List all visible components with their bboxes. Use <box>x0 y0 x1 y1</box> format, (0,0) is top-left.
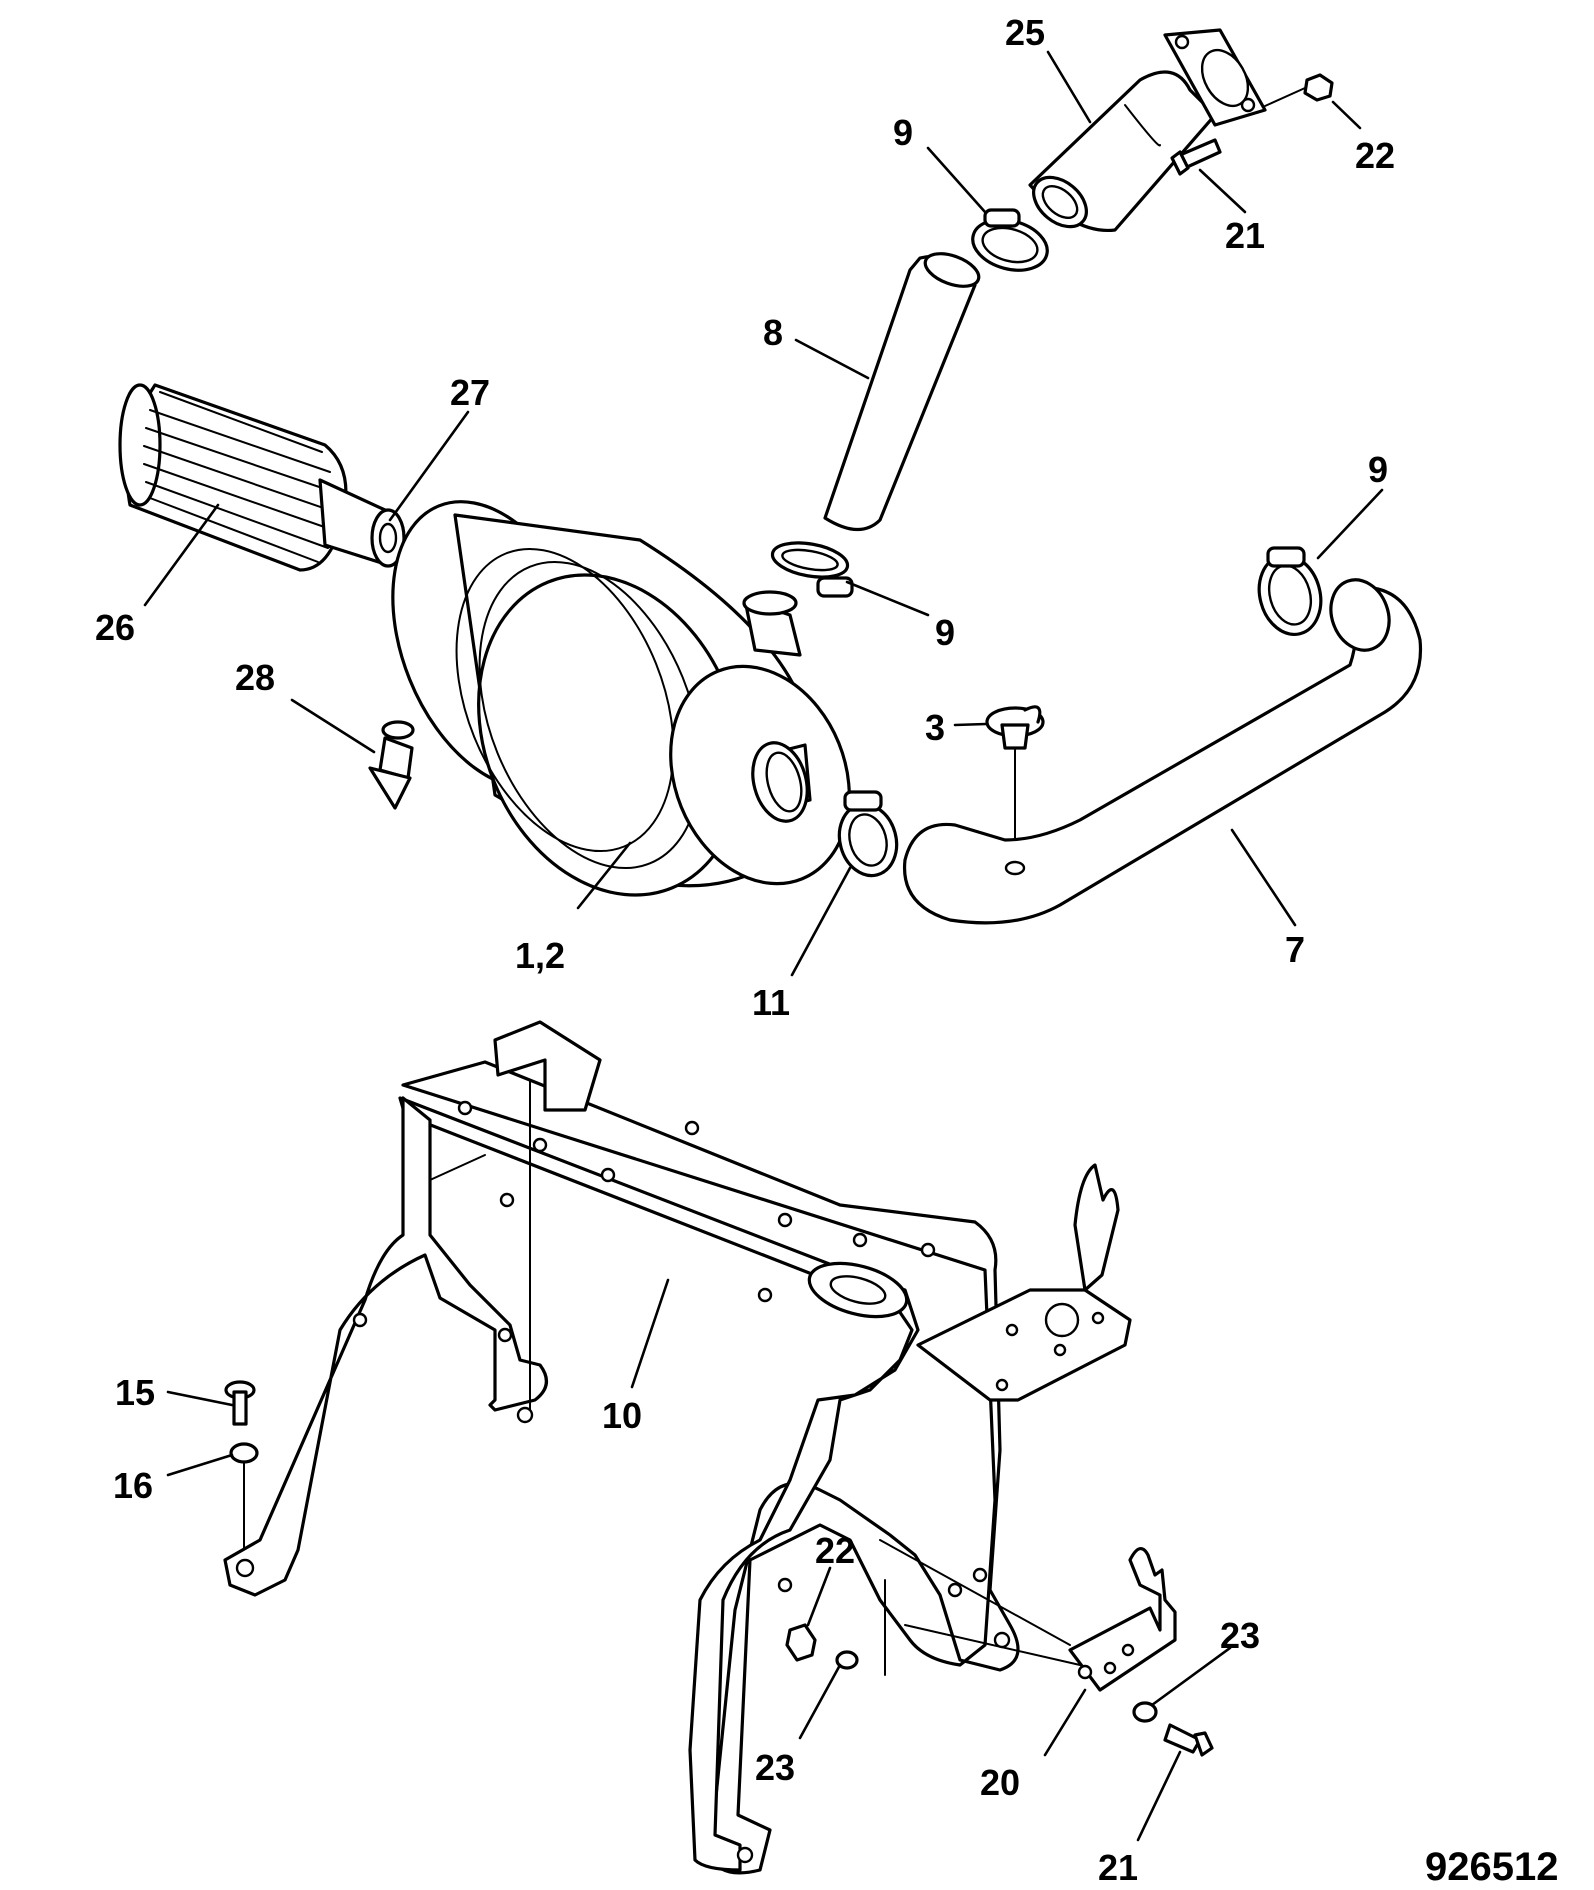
callout-7: 7 <box>1285 929 1305 970</box>
part-9-clamp-right <box>1257 546 1323 637</box>
callout-27: 27 <box>450 372 490 413</box>
callout-15: 15 <box>115 1372 155 1413</box>
callout-21: 21 <box>1225 215 1265 256</box>
part-23-washer-left <box>835 1650 859 1670</box>
callout-23: 23 <box>755 1747 795 1788</box>
callout-1-2: 1,2 <box>515 935 565 976</box>
part-21-bolt-top <box>1170 138 1222 176</box>
part-20-small-bracket <box>1068 1547 1177 1692</box>
callout-3: 3 <box>925 707 945 748</box>
callout-20: 20 <box>980 1762 1020 1803</box>
callout-10: 10 <box>602 1395 642 1436</box>
figure-number: 926512 <box>1425 1845 1558 1889</box>
callout-8: 8 <box>763 312 783 353</box>
part-22-nut-top <box>1264 73 1334 107</box>
callout-26: 26 <box>95 607 135 648</box>
part-28-indicator <box>368 720 415 810</box>
part-3-fitting <box>985 705 1045 856</box>
callout-25: 25 <box>1005 12 1045 53</box>
part-16-washer <box>229 1442 259 1549</box>
callout-21: 21 <box>1098 1847 1138 1888</box>
callout-labels: 25 9 22 21 8 27 9 9 26 28 3 1,2 11 7 15 … <box>95 12 1395 1888</box>
part-15-bolt <box>224 1380 256 1426</box>
part-21-bolt-lower <box>1163 1723 1214 1757</box>
part-23-washer-right <box>1132 1701 1158 1723</box>
part-8-hose <box>823 252 981 532</box>
callout-28: 28 <box>235 657 275 698</box>
callout-16: 16 <box>113 1465 153 1506</box>
callout-22: 22 <box>815 1530 855 1571</box>
callout-11: 11 <box>752 982 790 1023</box>
part-1-2-air-cleaner <box>391 500 851 897</box>
part-25-outlet-pipe <box>1028 28 1267 233</box>
part-26-filter-element <box>118 383 406 572</box>
part-7-elbow-hose <box>902 578 1423 925</box>
leader-lines <box>143 50 1384 1842</box>
callout-23: 23 <box>1220 1615 1260 1656</box>
callout-22: 22 <box>1355 135 1395 176</box>
part-9-clamp-top <box>971 208 1049 272</box>
part-10-bracket <box>223 1020 1132 1875</box>
part-11-clamp <box>837 790 899 878</box>
callout-9: 9 <box>935 612 955 653</box>
callout-9: 9 <box>893 112 913 153</box>
part-9-clamp-mid <box>770 541 854 598</box>
callout-9: 9 <box>1368 449 1388 490</box>
part-22-nut-lower <box>785 1623 817 1662</box>
